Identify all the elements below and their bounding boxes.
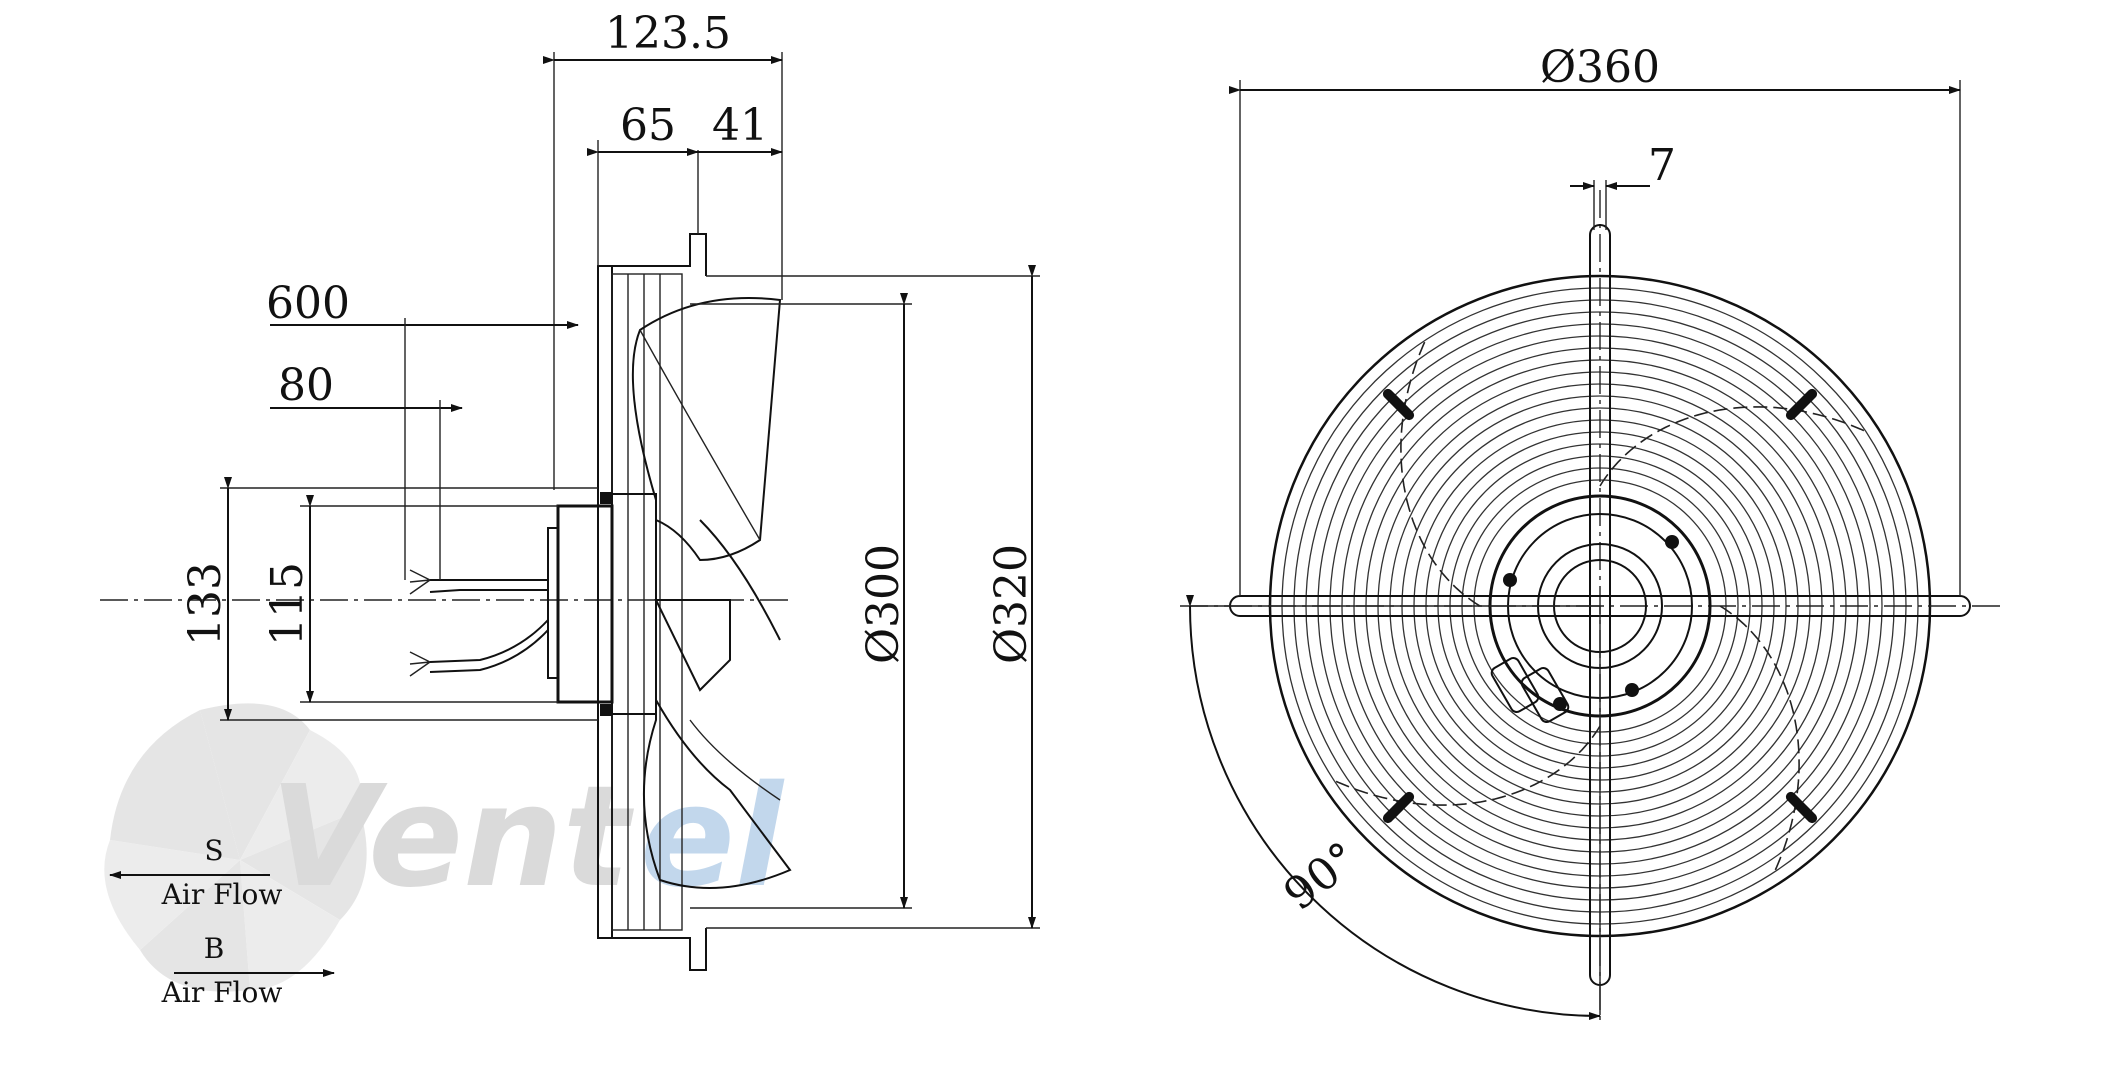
angle-90: 90°: [1275, 832, 1368, 920]
dim-115: 115: [262, 562, 313, 646]
blade-outline: [1719, 605, 1800, 876]
airflow-b-letter: B: [204, 932, 225, 965]
grille-strut: [1382, 388, 1415, 421]
grille-strut: [1785, 791, 1818, 824]
hub-section: [654, 599, 731, 692]
dim-133: 133: [180, 562, 231, 646]
watermark-text-main: Vent: [270, 756, 635, 919]
airflow-legend: S Air Flow B Air Flow: [109, 834, 335, 1009]
dim-65: 65: [620, 100, 676, 151]
dim-300: Ø300: [858, 544, 909, 664]
dim-320: Ø320: [986, 544, 1037, 664]
dim-41: 41: [712, 100, 768, 151]
airflow-b-label: Air Flow: [161, 976, 283, 1009]
blade-outline: [1400, 336, 1481, 607]
motor-housing: [556, 504, 614, 704]
blade-upper: [631, 297, 782, 562]
dim-600: 600: [266, 278, 350, 329]
watermark-text-accent: el: [640, 756, 785, 919]
angle-arc: [1185, 594, 1601, 1020]
airflow-s-label: Air Flow: [161, 878, 283, 911]
watermark: Vent el: [104, 703, 785, 992]
motor-flange: [611, 493, 657, 715]
grille-strut: [1382, 791, 1415, 824]
front-view: Ø360 7 90°: [1180, 42, 2000, 1020]
grille-strut: [1785, 388, 1818, 421]
blade-outline: [1599, 406, 1870, 487]
side-view: 123.5 65 41 600 80 133 115 Ø300: [100, 8, 1040, 971]
airflow-s-letter: S: [204, 834, 223, 867]
cables: [409, 569, 549, 677]
watermark-fan-icon: [104, 703, 367, 992]
dim-80: 80: [278, 360, 334, 411]
dim-360: Ø360: [1540, 42, 1660, 93]
mount-foot-bottom: [612, 928, 707, 971]
blade-lower: [642, 696, 792, 889]
mount-foot-top: [612, 233, 707, 276]
dim-7: 7: [1648, 140, 1676, 191]
dim-123-5: 123.5: [605, 8, 731, 59]
